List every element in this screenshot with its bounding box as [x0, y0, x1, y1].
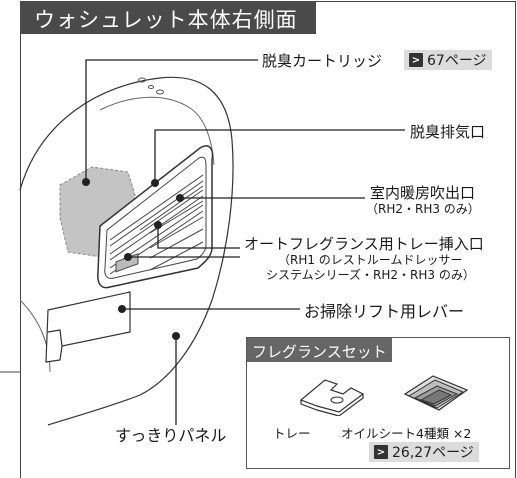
leader-dot — [124, 253, 132, 261]
label-cleaning-lift-lever: お掃除リフト用レバー — [304, 302, 465, 321]
oil-sheet-icon — [403, 375, 469, 411]
ref-badge: > 67ページ — [404, 50, 492, 70]
label-heater-outlet: 室内暖房吹出口 — [370, 184, 476, 202]
body-hole — [148, 85, 154, 89]
note-fragrance-tray-line2: システムシリーズ・RH2・RH3 のみ） — [266, 268, 475, 282]
arrow-right-icon: > — [409, 53, 423, 67]
tray-label: トレー — [273, 426, 311, 441]
ref-page-text: 26,27ページ — [392, 445, 474, 461]
toilet-body-outline — [19, 76, 234, 426]
leader-tray — [157, 225, 240, 249]
leader-dot — [172, 332, 180, 340]
body-hole — [138, 77, 146, 83]
ref-badge: > 26,27ページ — [369, 442, 479, 462]
title-bar: ウォシュレット本体右側面 — [20, 1, 316, 34]
ref-page-text: 67ページ — [427, 53, 487, 69]
toilet-body-base — [19, 299, 51, 373]
label-deodorizer-cartridge: 脱臭カートリッジ — [262, 52, 383, 70]
fragrance-set-heading-bar: フレグランスセット — [247, 338, 392, 362]
tray-icon — [299, 379, 365, 416]
label-clean-panel: すっきりパネル — [115, 426, 227, 445]
page-title: ウォシュレット本体右側面 — [34, 8, 298, 32]
toilet-body-inner-curve — [99, 96, 215, 166]
fragrance-set-page-ref[interactable]: > 26,27ページ — [369, 442, 479, 462]
arrow-right-icon: > — [374, 445, 388, 459]
cartridge-page-ref[interactable]: > 67ページ — [404, 50, 492, 70]
fragrance-set-box: フレグランスセット トレー オイルシート4種類 ×2 > 26,27ページ — [246, 337, 510, 469]
leader-exhaust — [154, 129, 405, 183]
leader-cartridge — [85, 59, 258, 182]
fragrance-set-heading: フレグランスセット — [252, 343, 387, 361]
label-fragrance-tray-slot: オートフレグランス用トレー挿入口 — [244, 235, 484, 253]
leader-dot — [154, 221, 162, 229]
leader-dot — [151, 179, 159, 187]
oil-sheet-label: オイルシート4種類 ×2 — [341, 426, 472, 441]
note-heater-outlet: （RH2・RH3 のみ） — [366, 202, 480, 216]
leader-dot — [118, 305, 126, 313]
note-fragrance-tray-line1: （RH1 のレストルームドレッサー — [278, 253, 463, 267]
leader-dot — [82, 178, 90, 186]
body-hole — [156, 89, 164, 95]
label-deodorizer-exhaust: 脱臭排気口 — [410, 123, 486, 141]
lift-lever-shape — [45, 291, 131, 363]
leader-dot — [176, 194, 184, 202]
